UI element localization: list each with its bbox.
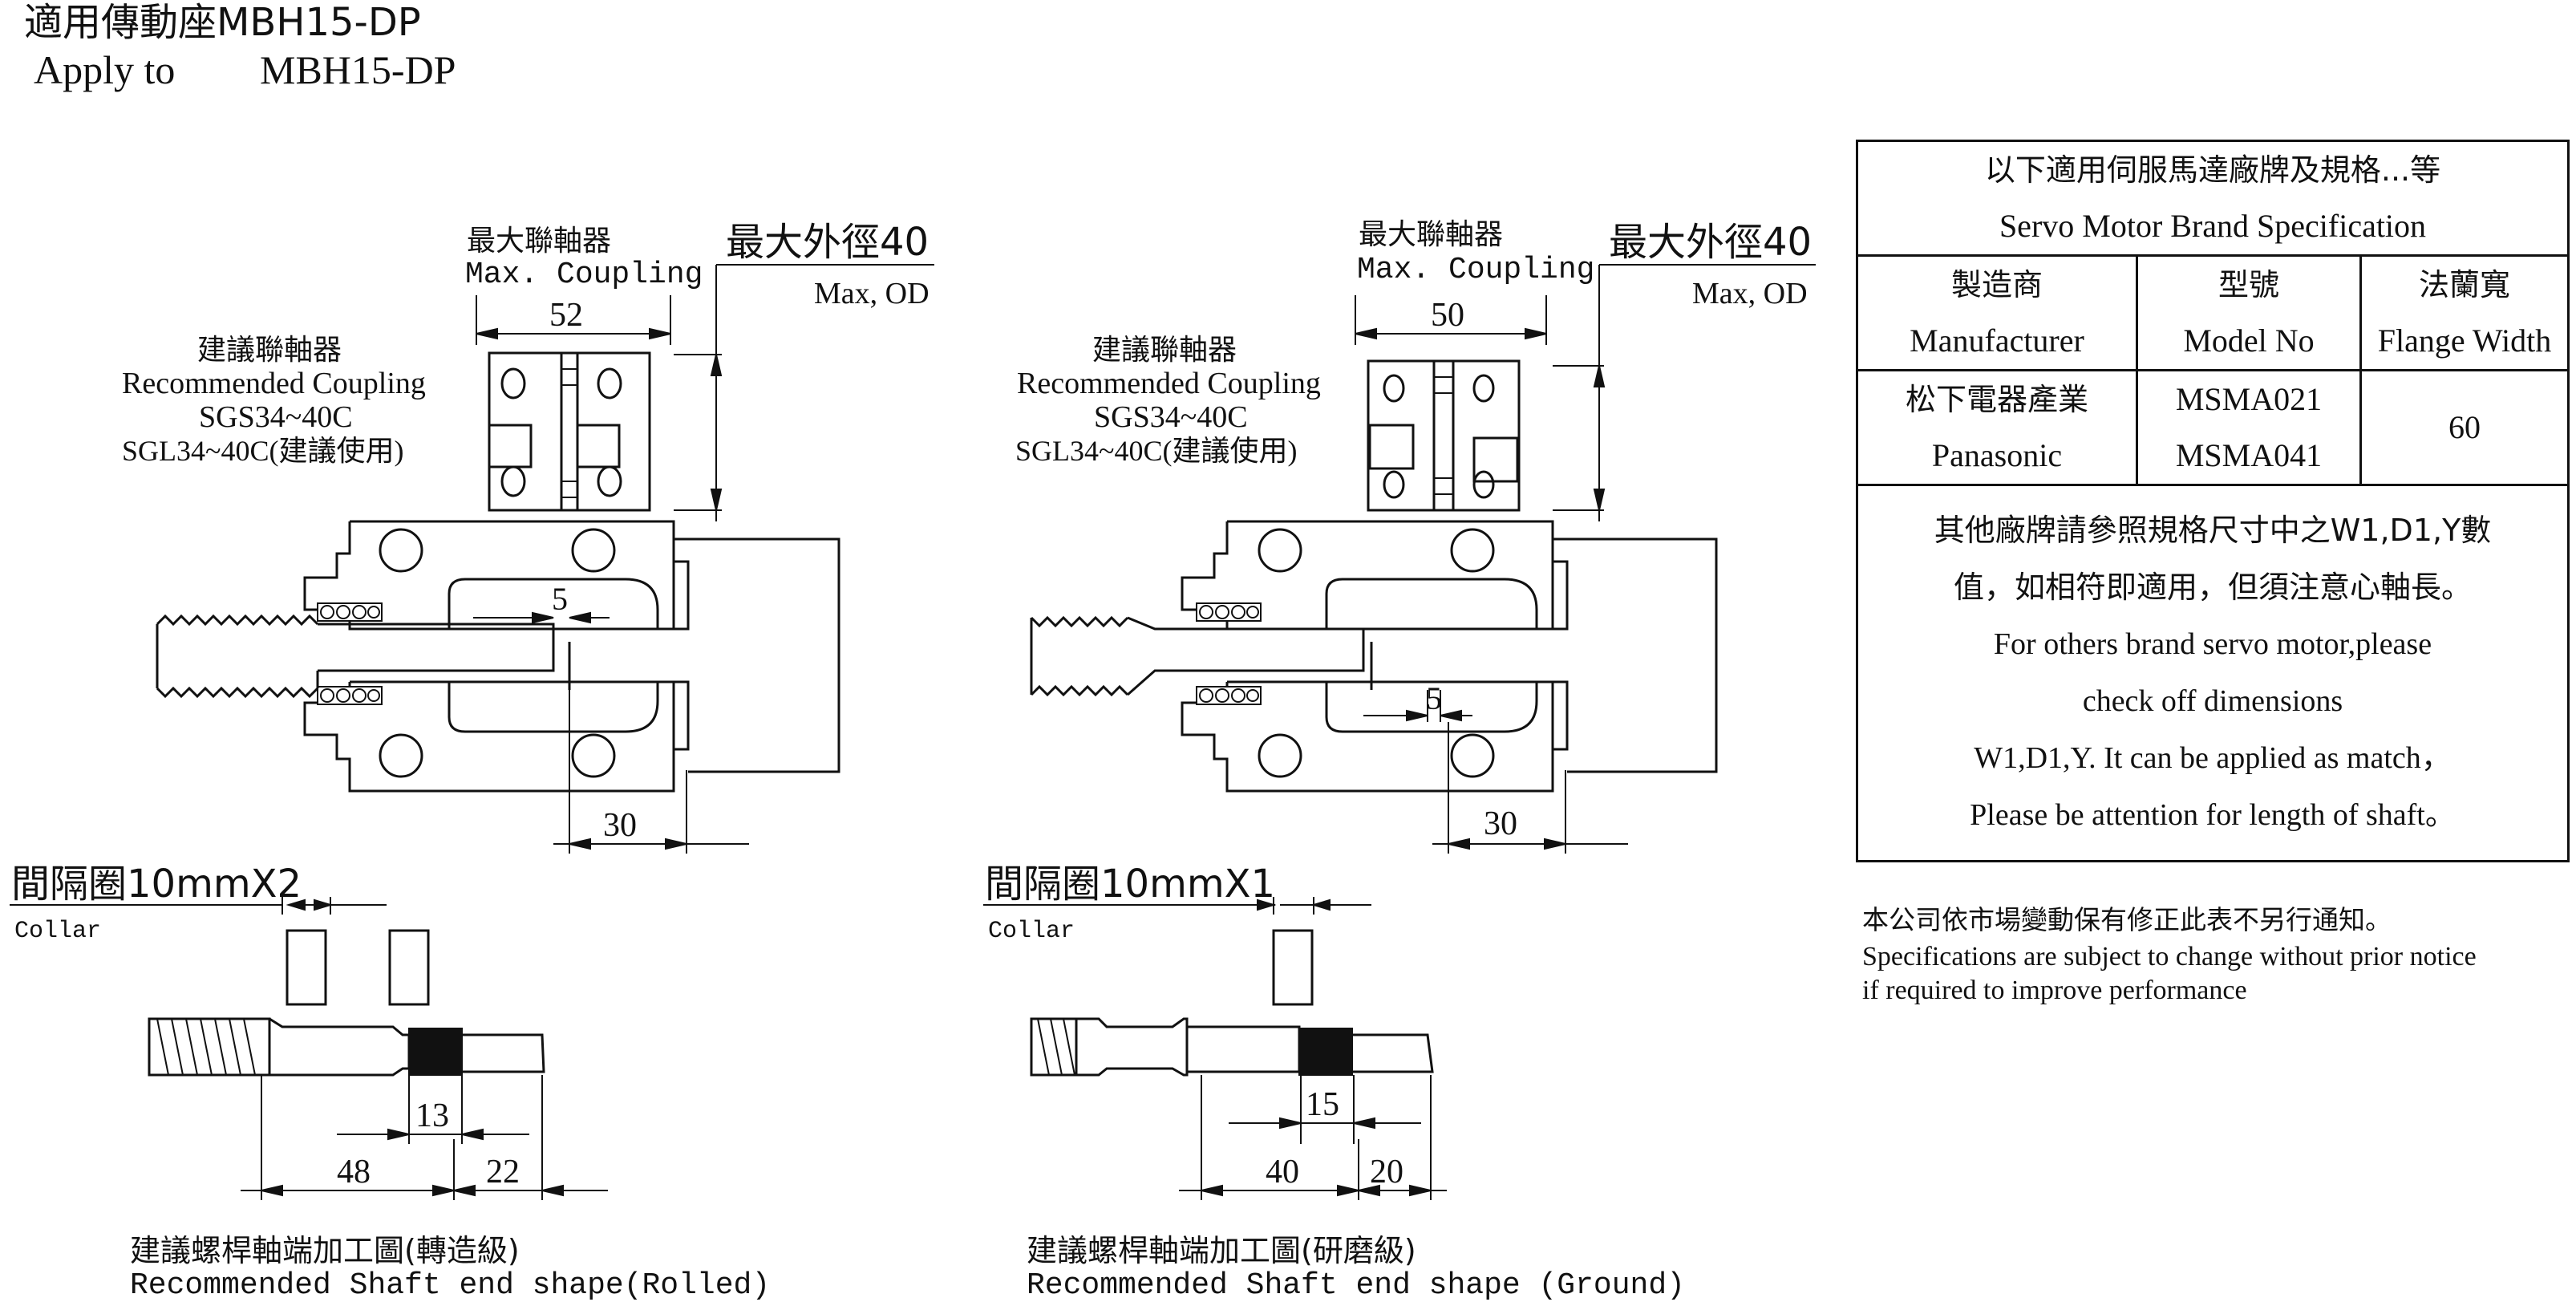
- right-shaft-caption-zh: 建議螺桿軸端加工圖(研磨級): [1027, 1233, 1416, 1268]
- left-dim-13: 13: [415, 1097, 449, 1134]
- right-shaft-end: [1030, 1017, 1434, 1077]
- table-title-en: Servo Motor Brand Specification: [1999, 208, 2427, 244]
- left-dim-22: 22: [486, 1154, 520, 1190]
- right-rec-coupling-en: Recommended Coupling: [1017, 367, 1321, 400]
- right-max-od-en: Max, OD: [1692, 277, 1808, 310]
- col-header-manufacturer: 製造商 Manufacturer: [1856, 254, 2138, 371]
- note-line-4: check off dimensions: [2082, 684, 2343, 718]
- left-dim-30: 30: [603, 807, 637, 844]
- col1-en: Manufacturer: [1910, 322, 2084, 359]
- left-max-od-en: Max, OD: [814, 277, 930, 310]
- left-max-coupling-en: Max. Coupling: [465, 258, 703, 292]
- note-line-5: W1,D1,Y. It can be applied as match，: [1974, 741, 2452, 775]
- right-dim-30: 30: [1484, 805, 1517, 842]
- apply-label: Apply to: [34, 47, 175, 92]
- left-shaft-caption-zh: 建議螺桿軸端加工圖(轉造級): [130, 1233, 520, 1268]
- right-shaft-caption-en: Recommended Shaft end shape (Ground): [1027, 1268, 1685, 1302]
- apply-model: MBH15-DP: [260, 47, 456, 92]
- left-shaft-caption-en: Recommended Shaft end shape(Rolled): [130, 1268, 770, 1302]
- right-max-coupling-en: Max. Coupling: [1357, 253, 1594, 287]
- left-shaft-end: [148, 1017, 545, 1077]
- table-note: 其他廠牌請參照規格尺寸中之W1,D1,Y數 值，如相符即適用，但須注意心軸長。 …: [1856, 484, 2570, 862]
- disclaimer-en-1: Specifications are subject to change wit…: [1862, 942, 2477, 971]
- col2-zh: 型號: [2218, 267, 2279, 302]
- note-line-3: For others brand servo motor,please: [1993, 627, 2432, 661]
- right-collar-en: Collar: [988, 918, 1075, 945]
- left-rec-model-2: SGL34~40C(建議使用): [122, 435, 403, 467]
- left-assembly: 最大聯軸器 Max. Coupling 最大外徑40 Max, OD 建議聯軸器…: [10, 220, 934, 1302]
- note-line-6: Please be attention for length of shaft。: [1970, 798, 2456, 832]
- left-collar-2: [388, 929, 430, 1006]
- right-assembly: 最大聯軸器 Max. Coupling 最大外徑40 Max, OD 建議聯軸器…: [983, 218, 1816, 1302]
- right-dim-20: 20: [1370, 1154, 1403, 1190]
- disclaimer-en-2: if required to improve performance: [1862, 975, 2247, 1005]
- right-rec-model-1: SGS34~40C: [1094, 400, 1248, 434]
- right-rec-model-2: SGL34~40C(建議使用): [1015, 435, 1297, 467]
- col3-zh: 法蘭寬: [2418, 267, 2510, 302]
- col1-zh: 製造商: [1950, 267, 2043, 302]
- right-max-od-zh: 最大外徑40: [1609, 220, 1812, 265]
- note-line-1: 其他廠牌請參照規格尺寸中之W1,D1,Y數: [1934, 513, 2492, 548]
- right-collar-zh: 間隔圈10mmX1: [985, 862, 1275, 907]
- right-max-coupling-zh: 最大聯軸器: [1359, 218, 1503, 251]
- right-dim-coupling-width: 50: [1431, 297, 1464, 334]
- col-header-model: 型號 Model No: [2136, 254, 2362, 371]
- cell-flange: 60: [2359, 369, 2570, 486]
- left-rec-model-1: SGS34~40C: [199, 400, 353, 434]
- left-collar-zh: 間隔圈10mmX2: [11, 862, 302, 907]
- left-max-od-zh: 最大外徑40: [726, 220, 929, 265]
- col3-en: Flange Width: [2377, 322, 2552, 359]
- cell-models: MSMA021 MSMA041: [2136, 369, 2362, 486]
- left-collar-en: Collar: [14, 918, 101, 945]
- left-rec-coupling-en: Recommended Coupling: [122, 367, 426, 400]
- col2-en: Model No: [2183, 322, 2315, 359]
- left-dim-gap: 5: [552, 581, 568, 617]
- right-dim-gap: 5: [1426, 680, 1442, 716]
- maker-en: Panasonic: [1931, 437, 2063, 473]
- left-max-coupling-zh: 最大聯軸器: [467, 225, 611, 258]
- note-line-2: 值，如相符即適用，但須注意心軸長。: [1953, 570, 2472, 605]
- model-2: MSMA041: [2175, 437, 2323, 473]
- cell-maker: 松下電器產業 Panasonic: [1856, 369, 2138, 486]
- table-title: 以下適用伺服馬達廠牌及規格...等 Servo Motor Brand Spec…: [1856, 140, 2570, 257]
- col-header-flange: 法蘭寬 Flange Width: [2359, 254, 2570, 371]
- maker-zh: 松下電器產業: [1905, 382, 2088, 417]
- right-collar-1: [1272, 929, 1314, 1006]
- table-title-zh: 以下適用伺服馬達廠牌及規格...等: [1984, 152, 2441, 188]
- disclaimer-zh: 本公司依市場變動保有修正此表不另行通知。: [1862, 904, 2392, 935]
- right-dim-15: 15: [1306, 1086, 1339, 1123]
- left-collar-1: [286, 929, 327, 1006]
- right-rec-coupling-zh: 建議聯軸器: [1092, 334, 1237, 367]
- right-dim-40: 40: [1266, 1154, 1299, 1190]
- model-1: MSMA021: [2175, 381, 2323, 417]
- left-rec-coupling-zh: 建議聯軸器: [197, 334, 342, 367]
- header-title: 適用傳動座MBH15-DP: [24, 0, 421, 45]
- left-dim-48: 48: [337, 1154, 371, 1190]
- left-dim-coupling-width: 52: [549, 297, 583, 334]
- servo-spec-table: 以下適用伺服馬達廠牌及規格...等 Servo Motor Brand Spec…: [1856, 140, 2570, 862]
